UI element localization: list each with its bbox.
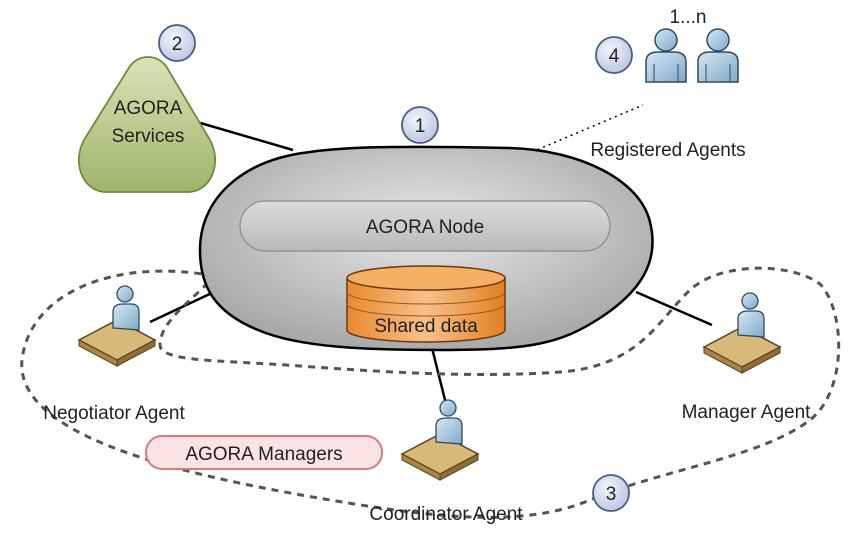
negotiator-agent-label: Negotiator Agent <box>43 403 185 424</box>
agora-managers-badge <box>145 435 383 470</box>
svg-text:1: 1 <box>415 116 426 137</box>
agora-services-shape <box>78 56 216 193</box>
registered-connector <box>531 104 644 153</box>
database-icon <box>346 265 506 343</box>
person-icon <box>697 28 739 83</box>
marker-4: 4 <box>595 36 633 74</box>
services-label-line2: Services <box>112 126 185 147</box>
svg-text:3: 3 <box>606 484 617 505</box>
marker-1: 1 <box>401 106 439 144</box>
shared-data-label: Shared data <box>374 316 478 337</box>
manager-agent-label: Manager Agent <box>682 402 812 423</box>
negotiator-agent-icon <box>78 285 156 367</box>
agora-managers-label: AGORA Managers <box>185 444 342 465</box>
agora-node-label: AGORA Node <box>366 217 484 238</box>
multiplicity-label: 1...n <box>670 7 707 28</box>
marker-3: 3 <box>592 474 630 512</box>
marker-2: 2 <box>158 24 196 62</box>
person-icon <box>645 28 687 83</box>
coordinator-agent-label: Coordinator Agent <box>369 504 523 525</box>
svg-text:4: 4 <box>609 46 620 67</box>
coordinator-agent-icon <box>401 399 479 481</box>
agora-node-inner <box>239 200 611 252</box>
services-label-line1: AGORA <box>114 98 183 119</box>
manager-agent-icon <box>703 292 781 374</box>
coordinator-connector <box>430 347 449 409</box>
negotiator-connector <box>149 290 215 324</box>
registered-agents-label: Registered Agents <box>590 140 745 161</box>
services-connector <box>196 120 294 152</box>
manager-connector <box>635 290 713 327</box>
svg-text:2: 2 <box>172 34 183 55</box>
